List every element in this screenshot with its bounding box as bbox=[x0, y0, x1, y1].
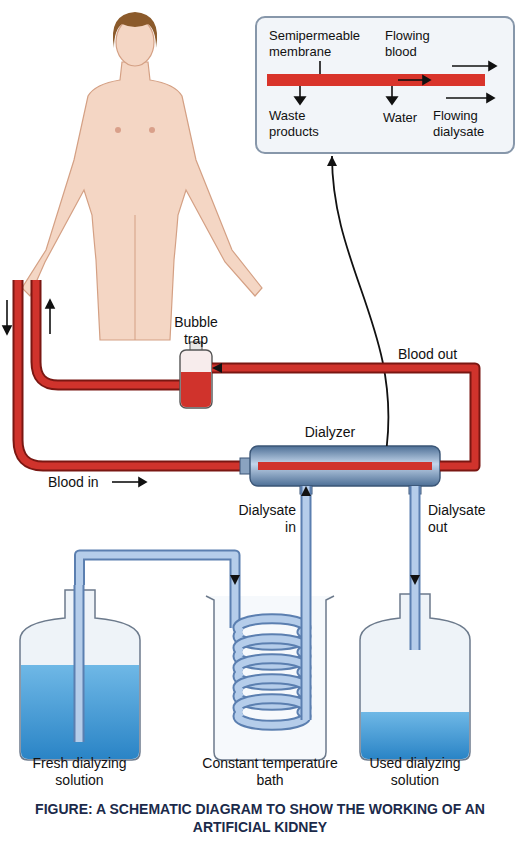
flow-label: Dialysate out bbox=[428, 502, 508, 536]
flow-arrows bbox=[3, 300, 146, 486]
part-label: Bubble trap bbox=[166, 314, 226, 348]
tube-outline bbox=[301, 486, 312, 585]
connector bbox=[410, 486, 420, 585]
membrane-bar bbox=[267, 74, 485, 86]
flow-label: Dialysate in bbox=[226, 502, 296, 536]
inset-arrows bbox=[295, 61, 496, 104]
connector bbox=[327, 156, 388, 446]
shape-outline bbox=[250, 446, 440, 486]
tube-outline bbox=[212, 368, 475, 466]
fresh-solution-bottle: Fresh dialyzing solution bbox=[12, 585, 147, 791]
part-label: Fresh dialyzing solution bbox=[12, 755, 147, 789]
connector bbox=[212, 363, 475, 466]
temperature-bath bbox=[206, 585, 334, 760]
figure-caption: FIGURE: A SCHEMATIC DIAGRAM TO SHOW THE … bbox=[10, 800, 510, 836]
arrow-head bbox=[230, 575, 240, 585]
used-bottle bbox=[360, 585, 470, 760]
shape-outline bbox=[12, 585, 147, 750]
flow-label: Blood out bbox=[398, 346, 478, 363]
dialysate-label: Flowing dialysate bbox=[433, 108, 509, 140]
constant-temperature-bath: Constant temperature bath bbox=[200, 585, 340, 791]
water-label: Water bbox=[375, 110, 425, 126]
flow-label: Blood in bbox=[48, 474, 118, 491]
inset-box: Semipermeable membraneFlowing bloodWaste… bbox=[255, 16, 515, 154]
tube-core bbox=[238, 699, 306, 725]
arrow-head bbox=[410, 575, 420, 585]
connector bbox=[301, 486, 311, 585]
patient-figure bbox=[22, 12, 262, 340]
shape-outline bbox=[180, 350, 212, 408]
tube-core bbox=[212, 368, 475, 466]
tube-outline bbox=[238, 699, 306, 725]
tube-core bbox=[303, 486, 310, 585]
part-label: Constant temperature bath bbox=[200, 755, 340, 789]
tube-core bbox=[412, 486, 419, 585]
part-label: Dialyzer bbox=[290, 424, 370, 441]
tube-outline bbox=[301, 585, 312, 720]
part-label: Used dialyzing solution bbox=[350, 755, 480, 789]
bubble-trap: Bubble trap bbox=[166, 314, 226, 410]
tube-outline bbox=[410, 486, 421, 585]
callout-arrow bbox=[332, 156, 388, 446]
blood-label: Flowing blood bbox=[385, 28, 447, 60]
tube-core bbox=[303, 585, 310, 720]
connector bbox=[80, 555, 241, 585]
used-solution-bottle: Used dialyzing solution bbox=[350, 585, 480, 791]
tube-outline bbox=[80, 555, 236, 585]
shape-outline bbox=[210, 585, 330, 750]
arrow-head bbox=[301, 486, 311, 496]
arrow-head bbox=[327, 156, 337, 166]
tube-core bbox=[80, 555, 236, 585]
bubble-trap-bottle bbox=[180, 342, 212, 408]
shape-outline bbox=[355, 585, 475, 750]
arrow-head bbox=[212, 363, 222, 373]
membrane-label: Semipermeable membrane bbox=[269, 28, 379, 60]
waste-label: Waste products bbox=[269, 108, 339, 140]
dialyzer: Dialyzer bbox=[240, 424, 440, 488]
inset-ground bbox=[255, 16, 515, 154]
fresh-bottle bbox=[20, 585, 140, 760]
